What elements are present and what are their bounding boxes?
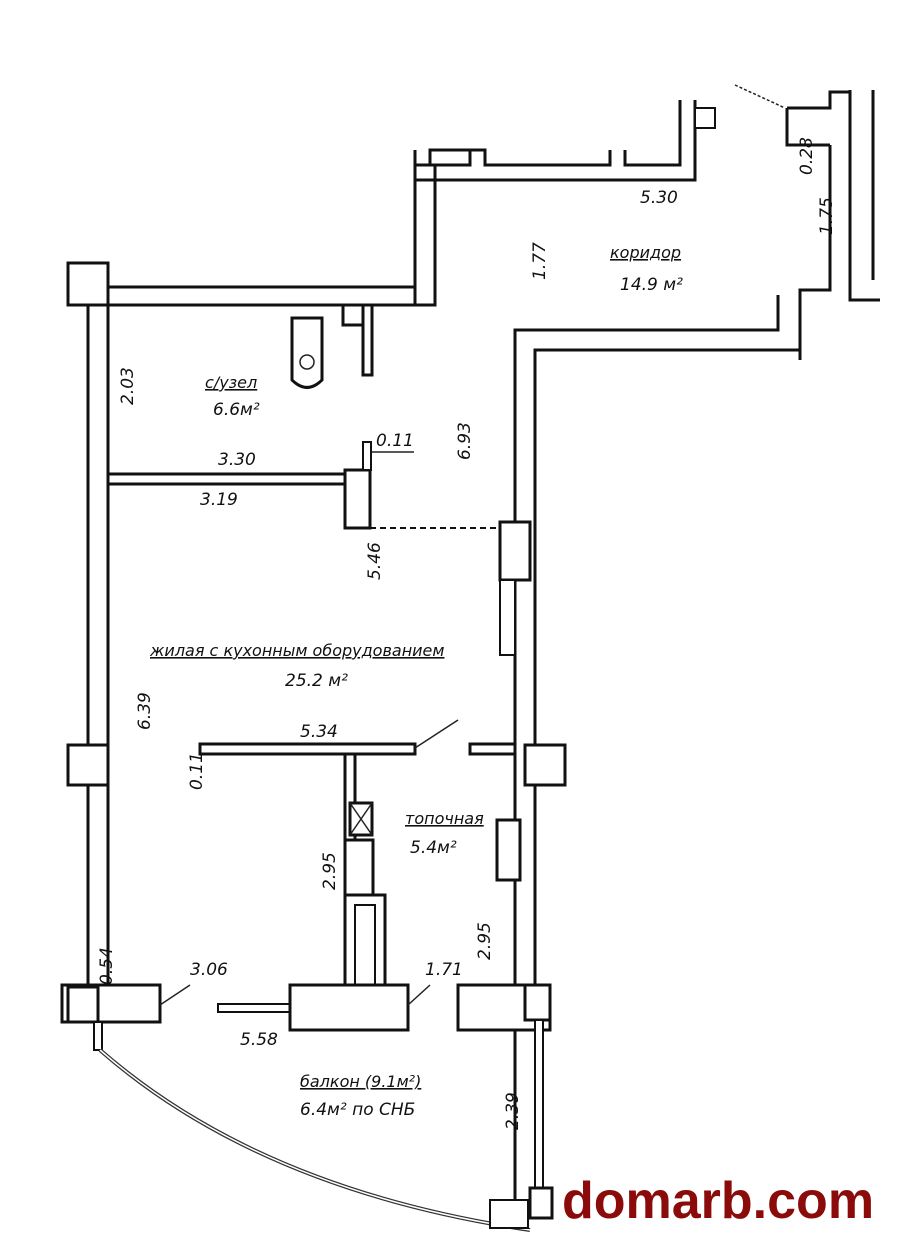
dimension: 3.30: [218, 450, 256, 470]
sink-unit: [495, 818, 522, 882]
corridor-left-wall: [413, 163, 437, 307]
pillar: [523, 983, 552, 1022]
balcony-side-rail: [534, 1019, 544, 1191]
room-name: коридор: [610, 243, 681, 262]
corridor-right-wall: [785, 90, 880, 360]
dimension: 3.19: [200, 490, 238, 510]
bathroom-top-wall: [106, 285, 437, 307]
dimension: 5.30: [640, 188, 678, 208]
duct-inner: [354, 904, 376, 986]
room-area: 25.2 м²: [285, 671, 348, 691]
left-wall: [86, 288, 110, 1022]
dimension: 2.03: [118, 367, 138, 405]
leader-line: [159, 984, 191, 1006]
dimension: 0.28: [797, 137, 817, 175]
room-labels: коридор 14.9 м² с/узел 6.6м² жилая с кух…: [149, 243, 683, 1120]
bottom-wall-mid: [288, 983, 410, 1032]
dimension: 6.39: [135, 692, 155, 730]
dimension-labels: 5.30 1.77 0.28 1.75 2.03 3.30 0.11 6.93 …: [97, 137, 837, 1130]
dimension: 2.39: [503, 1092, 523, 1130]
pillar: [66, 261, 110, 307]
dimension: 5.34: [300, 722, 338, 742]
bathroom-partition: [341, 305, 374, 377]
dimension: 1.77: [530, 242, 550, 280]
window-rail: [217, 1003, 291, 1013]
dimension: 0.11: [376, 431, 414, 451]
room-area: 6.4м² по СНБ: [300, 1100, 415, 1120]
pillar: [66, 985, 100, 1024]
room-name: жилая с кухонным оборудованием: [149, 641, 444, 660]
door-swing: [414, 719, 459, 749]
balcony-corner: [489, 1199, 529, 1229]
watermark-logo: domarb.com: [562, 1172, 874, 1230]
pillar: [528, 1186, 554, 1220]
bathroom-bottom-wall: [106, 472, 347, 486]
boiler-room-wall: [468, 742, 517, 756]
room-name: балкон (9.1м²): [300, 1072, 421, 1091]
dimension: 0.54: [97, 947, 117, 985]
dimension: 0.11: [187, 752, 207, 790]
room-area: 14.9 м²: [620, 275, 683, 295]
dimension: 5.58: [240, 1030, 278, 1050]
boiler-room-top-wall: [198, 742, 417, 756]
room-area: 5.4м²: [410, 838, 457, 858]
pillar: [523, 743, 567, 787]
toilet-bowl-icon: [299, 354, 315, 370]
dimension: 5.46: [365, 542, 385, 580]
door-arc: [734, 84, 786, 109]
leader-line: [407, 984, 431, 1006]
dimension: 3.06: [190, 960, 228, 980]
room-name: с/узел: [205, 373, 257, 392]
dimension: 1.71: [425, 960, 463, 980]
dimension: 6.93: [455, 422, 475, 460]
dimension: 2.95: [320, 852, 340, 890]
room-name: топочная: [405, 809, 484, 828]
boiler-unit: [343, 838, 375, 897]
room-area: 6.6м²: [213, 400, 260, 420]
shaft: [694, 107, 716, 129]
pillar: [66, 743, 110, 787]
walls: [60, 84, 880, 1232]
dimension: 2.95: [475, 922, 495, 960]
toilet-icon: [290, 316, 324, 389]
partition-end: [362, 441, 372, 471]
balcony-post: [93, 1021, 103, 1051]
corridor-top-wall: [413, 100, 697, 182]
kitchen-counter: [499, 579, 516, 656]
kitchen-stove: [498, 520, 532, 582]
vent-cross-icon: [349, 802, 373, 836]
dimension: 1.75: [817, 197, 837, 235]
living-right-wall: [513, 295, 800, 1205]
kitchen-unit: [343, 468, 372, 530]
